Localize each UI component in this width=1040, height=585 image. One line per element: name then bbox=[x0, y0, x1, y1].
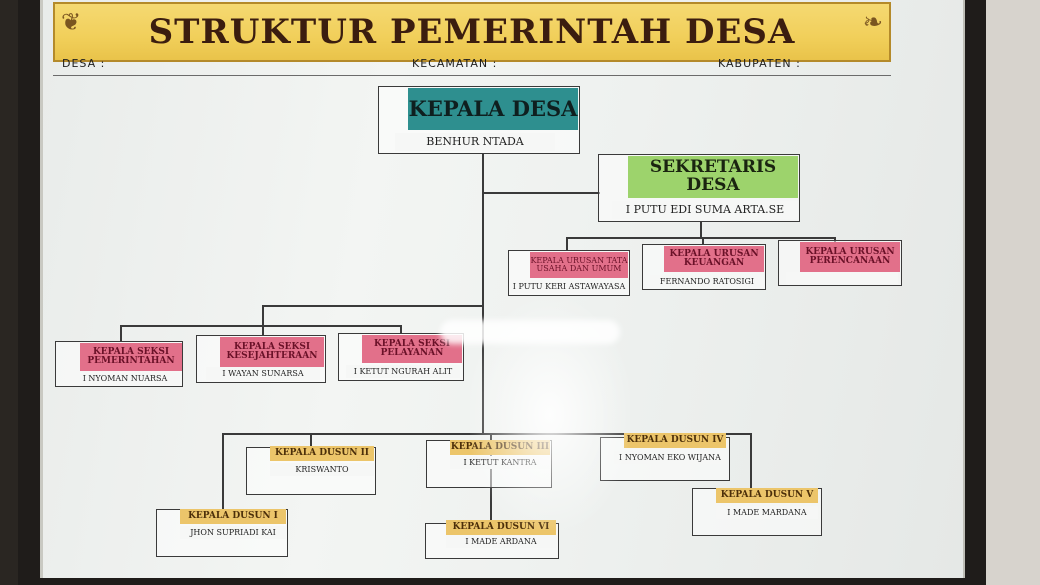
sekretaris-connector bbox=[482, 192, 600, 194]
urusan-bus bbox=[566, 237, 836, 239]
seksi-name-2: I WAYAN SUNARSA bbox=[206, 367, 320, 380]
seksi-title-1: KEPALA SEKSI PEMERINTAHAN bbox=[80, 343, 182, 371]
kepala-desa-title: KEPALA DESA bbox=[408, 88, 578, 130]
urusan-drop bbox=[700, 222, 702, 238]
seksi-drop bbox=[262, 305, 264, 325]
title-banner: ❦ STRUKTUR PEMERINTAH DESA ❧ bbox=[53, 2, 891, 62]
dusun-connector-5 bbox=[750, 433, 752, 488]
dusun-connector-2 bbox=[310, 433, 312, 447]
dusun-title-2: KEPALA DUSUN II bbox=[270, 446, 374, 461]
dusun-title-6: KEPALA DUSUN VI bbox=[446, 520, 556, 535]
seksi-bus bbox=[120, 325, 402, 327]
seksi-connector-1 bbox=[120, 325, 122, 341]
seksi-name-1: I NYOMAN NUARSA bbox=[70, 372, 180, 385]
sekretaris-title: SEKRETARIS DESA bbox=[628, 156, 798, 198]
dusun-name-1: JHON SUPRIADI KAI bbox=[180, 526, 286, 539]
kabupaten-label: KABUPATEN : bbox=[718, 57, 801, 70]
dusun-name-4: I NYOMAN EKO WIJANA bbox=[614, 451, 726, 464]
kepala-desa-name: BENHUR NTADA bbox=[395, 133, 555, 151]
wall-right bbox=[985, 0, 1040, 585]
dusun-title-3: KEPALA DUSUN III bbox=[450, 440, 550, 455]
urusan-connector-3 bbox=[834, 237, 836, 242]
dusun-name-5: I MADE MARDANA bbox=[716, 506, 818, 519]
urusan-connector-2 bbox=[702, 237, 704, 245]
dusun-connector-1 bbox=[222, 433, 224, 509]
info-divider bbox=[53, 75, 891, 76]
dusun-name-6: I MADE ARDANA bbox=[446, 535, 556, 548]
seksi-title-2: KEPALA SEKSI KESEJAHTERAAN bbox=[220, 337, 324, 367]
urusan-title-1: KEPALA URUSAN TATA USAHA DAN UMUM bbox=[530, 252, 628, 278]
urusan-title-3: KEPALA URUSAN PERENCANAAN bbox=[800, 242, 900, 272]
desa-label: DESA : bbox=[62, 57, 106, 70]
seksi-connector-3 bbox=[400, 325, 402, 333]
dusun-name-3: I KETUT KANTRA bbox=[450, 456, 550, 469]
dusun-name-2: KRISWANTO bbox=[270, 463, 374, 476]
urusan-title-2: KEPALA URUSAN KEUANGAN bbox=[664, 246, 764, 272]
dusun-title-5: KEPALA DUSUN V bbox=[716, 488, 818, 503]
urusan-name-1: I PUTU KERI ASTAWAYASA bbox=[510, 280, 628, 293]
kecamatan-label: KECAMATAN : bbox=[412, 57, 498, 70]
page-title: STRUKTUR PEMERINTAH DESA bbox=[148, 12, 796, 52]
seksi-connector-2 bbox=[262, 325, 264, 335]
urusan-connector-1 bbox=[566, 237, 568, 250]
seksi-name-3: I KETUT NGURAH ALIT bbox=[346, 365, 460, 378]
right-scroll-ornament-icon: ❧ bbox=[862, 8, 883, 36]
left-scroll-ornament-icon: ❦ bbox=[61, 8, 82, 36]
main-trunk-line bbox=[482, 153, 484, 433]
sekretaris-name: I PUTU EDI SUMA ARTA.SE bbox=[612, 201, 798, 219]
dusun-title-4: KEPALA DUSUN IV bbox=[624, 433, 726, 448]
light-glare-streak bbox=[440, 320, 620, 344]
seksi-bus-top bbox=[262, 305, 484, 307]
urusan-name-2: FERNANDO RATOSIGI bbox=[650, 275, 764, 288]
dusun-title-1: KEPALA DUSUN I bbox=[180, 509, 286, 524]
urusan-name-3 bbox=[786, 272, 898, 284]
